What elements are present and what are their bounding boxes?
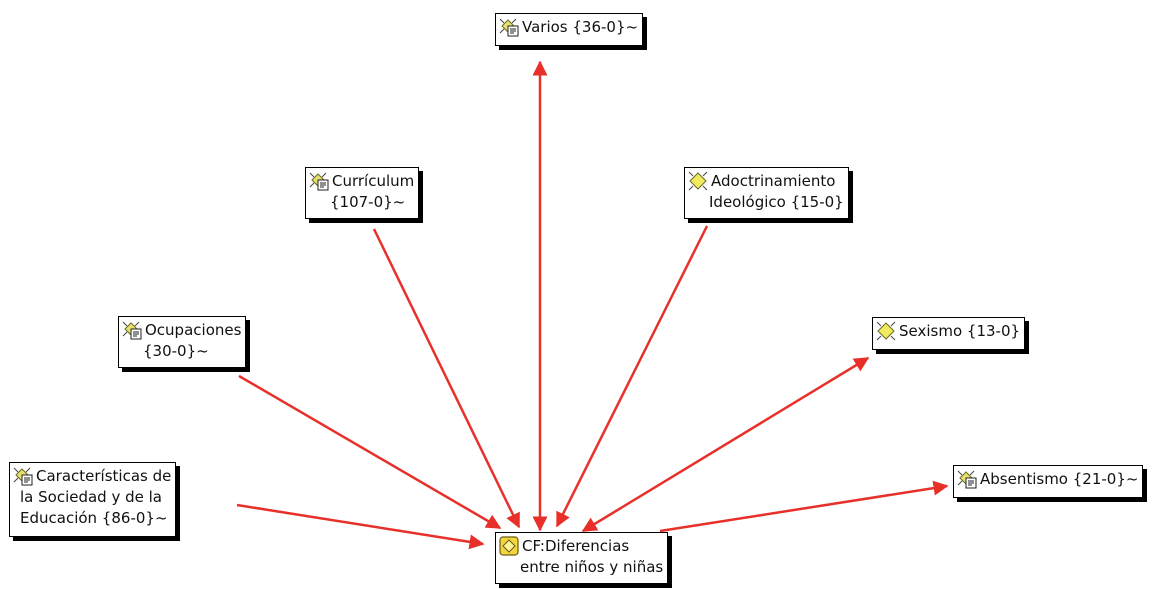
link-adoctrinamiento-cf[interactable] [555, 225, 709, 528]
node-label: Absentismo {21-0}~ [980, 470, 1139, 488]
node-absentismo[interactable]: Absentismo {21-0}~ [953, 465, 1144, 498]
node-ocupaciones[interactable]: Ocupaciones {30-0}~ [118, 316, 247, 368]
node-label-line1: Currículum [332, 172, 415, 190]
code-comment-icon [499, 17, 519, 37]
node-sexismo[interactable]: Sexismo {13-0} [872, 317, 1026, 350]
node-label-line2: {107-0}~ [330, 193, 406, 211]
node-label-line2: entre niños y niñas [520, 558, 664, 576]
node-varios[interactable]: Varios {36-0}~ [495, 13, 644, 46]
node-cf-diferencias[interactable]: CF:Diferencias entre niños y niñas [495, 532, 669, 584]
node-adoctrinamiento[interactable]: Adoctrinamiento Ideológico {15-0} [684, 167, 849, 219]
code-comment-icon [122, 320, 142, 340]
code-icon [876, 321, 896, 341]
node-label-line1: Características de [36, 467, 172, 485]
code-comment-icon [957, 469, 977, 489]
node-label-line2: {30-0}~ [143, 342, 209, 360]
node-label-line1: Ocupaciones [145, 321, 242, 339]
node-label-line1: Adoctrinamiento [711, 172, 836, 190]
node-caracteristicas[interactable]: Características de la Sociedad y de la E… [9, 462, 177, 537]
link-curriculum-cf[interactable] [372, 228, 521, 529]
node-label-line1: CF:Diferencias [522, 537, 630, 555]
code-family-icon [499, 536, 519, 556]
link-caracteristicas-cf[interactable] [236, 503, 485, 550]
link-ocupaciones-cf[interactable] [238, 374, 502, 530]
link-sexismo-cf[interactable] [581, 356, 870, 533]
node-label-line2: Ideológico {15-0} [709, 193, 844, 211]
node-label: Sexismo {13-0} [899, 322, 1021, 340]
link-cf-absentismo[interactable] [659, 480, 949, 533]
node-label-line3: Educación {86-0}~ [20, 509, 168, 527]
code-comment-icon [309, 171, 329, 191]
node-label: Varios {36-0}~ [522, 18, 639, 36]
node-curriculum[interactable]: Currículum {107-0}~ [305, 167, 420, 219]
node-label-line2: la Sociedad y de la [20, 488, 162, 506]
code-comment-icon [13, 466, 33, 486]
code-icon [688, 171, 708, 191]
